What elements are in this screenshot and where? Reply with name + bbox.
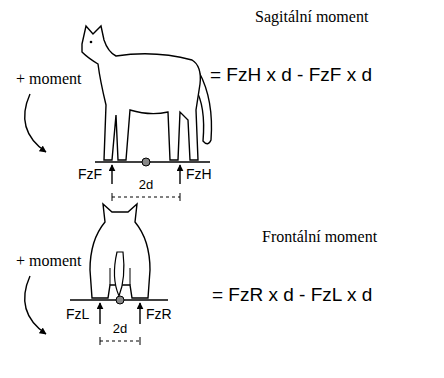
- dimension-tick: [100, 337, 101, 345]
- moment-arrow: [25, 94, 46, 152]
- dimension-line: [100, 341, 140, 342]
- force-label: FzR: [146, 306, 172, 322]
- force-label: FzF: [78, 166, 102, 182]
- moment-formula-holder: = FzR x d - FzL x d: [212, 284, 372, 306]
- force-label-holder: FzH: [186, 166, 212, 182]
- ground-line: [95, 161, 210, 162]
- force-label-holder: FzF: [78, 166, 102, 182]
- force-label-holder: FzR: [146, 306, 172, 322]
- moment-sign-holder: + moment: [16, 70, 81, 88]
- dimension-line: [112, 197, 180, 198]
- moment-sign-holder: + moment: [16, 252, 81, 270]
- moment-title-holder: Sagitální moment: [255, 8, 368, 26]
- cat-tail: [114, 252, 123, 296]
- moment-title-holder: Frontální moment: [262, 228, 377, 246]
- moment-formula-holder: = FzH x d - FzF x d: [210, 64, 372, 86]
- dimension-tick: [112, 193, 113, 201]
- dimension-tick: [180, 193, 181, 201]
- force-arrow: [139, 303, 140, 324]
- cat-leg-line: [110, 268, 130, 285]
- moment-formula: = FzR x d - FzL x d: [212, 284, 372, 305]
- moment-title: Frontální moment: [262, 228, 377, 245]
- pivot-dot: [142, 158, 150, 166]
- dimension-label: 2d: [113, 321, 127, 336]
- moment-sign: + moment: [16, 70, 81, 87]
- force-label: FzL: [66, 306, 89, 322]
- cat-rear-body: [90, 204, 150, 298]
- force-label-holder: FzL: [66, 306, 89, 322]
- force-arrow: [111, 165, 112, 184]
- moment-title: Sagitální moment: [255, 8, 368, 25]
- pivot-dot: [116, 296, 124, 304]
- force-arrow: [179, 165, 180, 184]
- dimension-tick: [140, 337, 141, 345]
- cat-side-body: [82, 26, 200, 160]
- dimension-label-holder: 2d: [113, 321, 127, 336]
- force-label: FzH: [186, 166, 212, 182]
- moment-formula: = FzH x d - FzF x d: [210, 64, 372, 85]
- moment-arrow: [25, 276, 46, 334]
- cat-eye: [90, 41, 93, 44]
- moment-sign: + moment: [16, 252, 81, 269]
- dimension-label-holder: 2d: [139, 177, 153, 192]
- dimension-label: 2d: [139, 177, 153, 192]
- force-arrow: [99, 303, 100, 324]
